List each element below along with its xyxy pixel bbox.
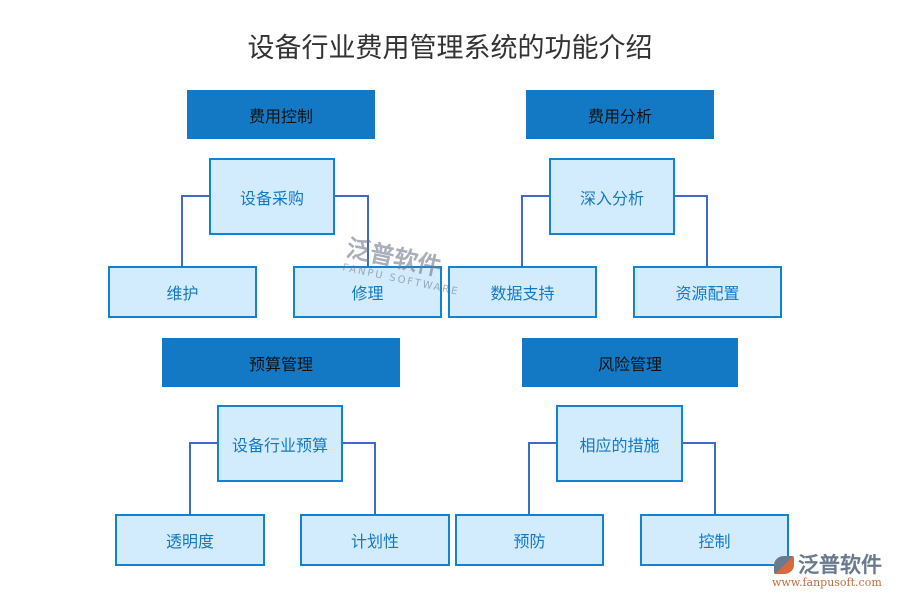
parent-node: 设备采购 <box>209 158 335 235</box>
child-node: 计划性 <box>300 514 450 566</box>
connector <box>521 195 549 266</box>
child-node: 控制 <box>640 514 789 566</box>
connector <box>189 442 217 514</box>
group-header: 费用分析 <box>526 90 714 139</box>
parent-node: 相应的措施 <box>556 405 683 482</box>
child-node: 修理 <box>293 266 442 318</box>
group-header: 风险管理 <box>522 338 738 387</box>
connector <box>335 195 369 266</box>
connector <box>528 442 556 514</box>
logo-url: www.fanpusoft.com <box>772 576 882 589</box>
parent-node: 设备行业预算 <box>217 405 343 482</box>
connector <box>342 442 376 514</box>
group-header: 预算管理 <box>162 338 400 387</box>
diagram-title: 设备行业费用管理系统的功能介绍 <box>247 33 653 64</box>
child-node: 预防 <box>455 514 604 566</box>
connector <box>181 195 209 266</box>
child-node: 数据支持 <box>448 266 597 318</box>
child-node: 维护 <box>108 266 257 318</box>
child-node: 资源配置 <box>633 266 782 318</box>
connector <box>674 195 708 266</box>
logo-name: 泛普软件 <box>798 553 882 577</box>
logo-icon <box>774 556 794 574</box>
brand-logo: 泛普软件 www.fanpusoft.com <box>772 553 882 589</box>
parent-node: 深入分析 <box>549 158 675 235</box>
group-header: 费用控制 <box>187 90 375 139</box>
connector <box>682 442 716 514</box>
child-node: 透明度 <box>115 514 265 566</box>
